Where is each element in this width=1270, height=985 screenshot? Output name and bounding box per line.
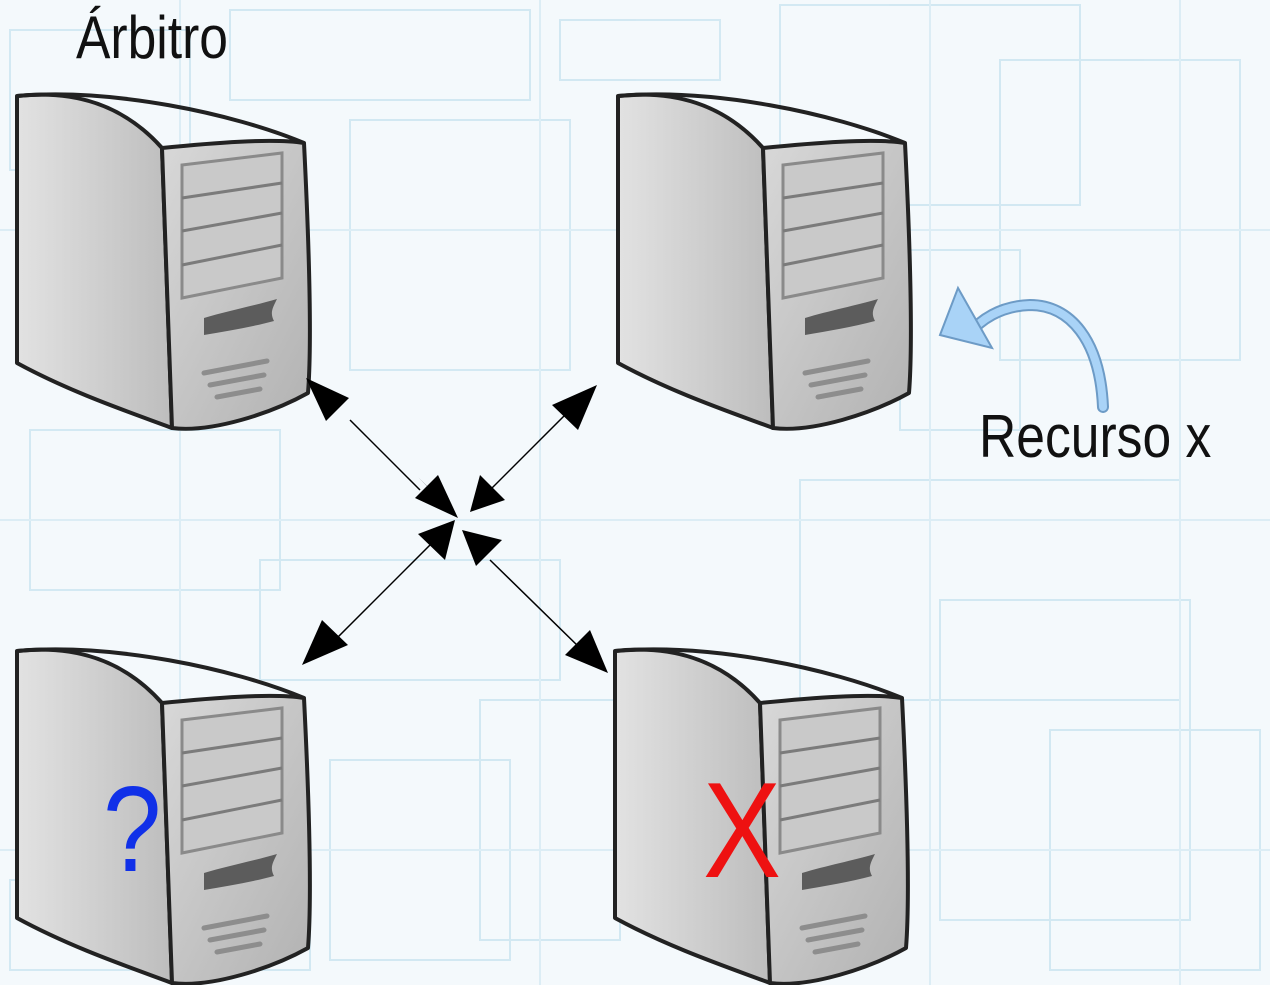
unknown-server-icon (17, 649, 310, 983)
resource-label: Recurso x (979, 403, 1212, 470)
failed-status-mark: X (703, 754, 782, 906)
unknown-status-mark: ? (103, 761, 162, 897)
connector-arrows (302, 378, 608, 673)
resource-server-icon (618, 94, 911, 428)
link-unknown (302, 520, 455, 665)
resource-pointer-curved-arrow (938, 285, 1109, 413)
link-failed (462, 530, 608, 673)
link-resource (470, 385, 597, 512)
arbiter-server-icon (17, 94, 310, 428)
arbiter-label: Árbitro (76, 4, 228, 71)
link-arbiter (306, 378, 458, 518)
